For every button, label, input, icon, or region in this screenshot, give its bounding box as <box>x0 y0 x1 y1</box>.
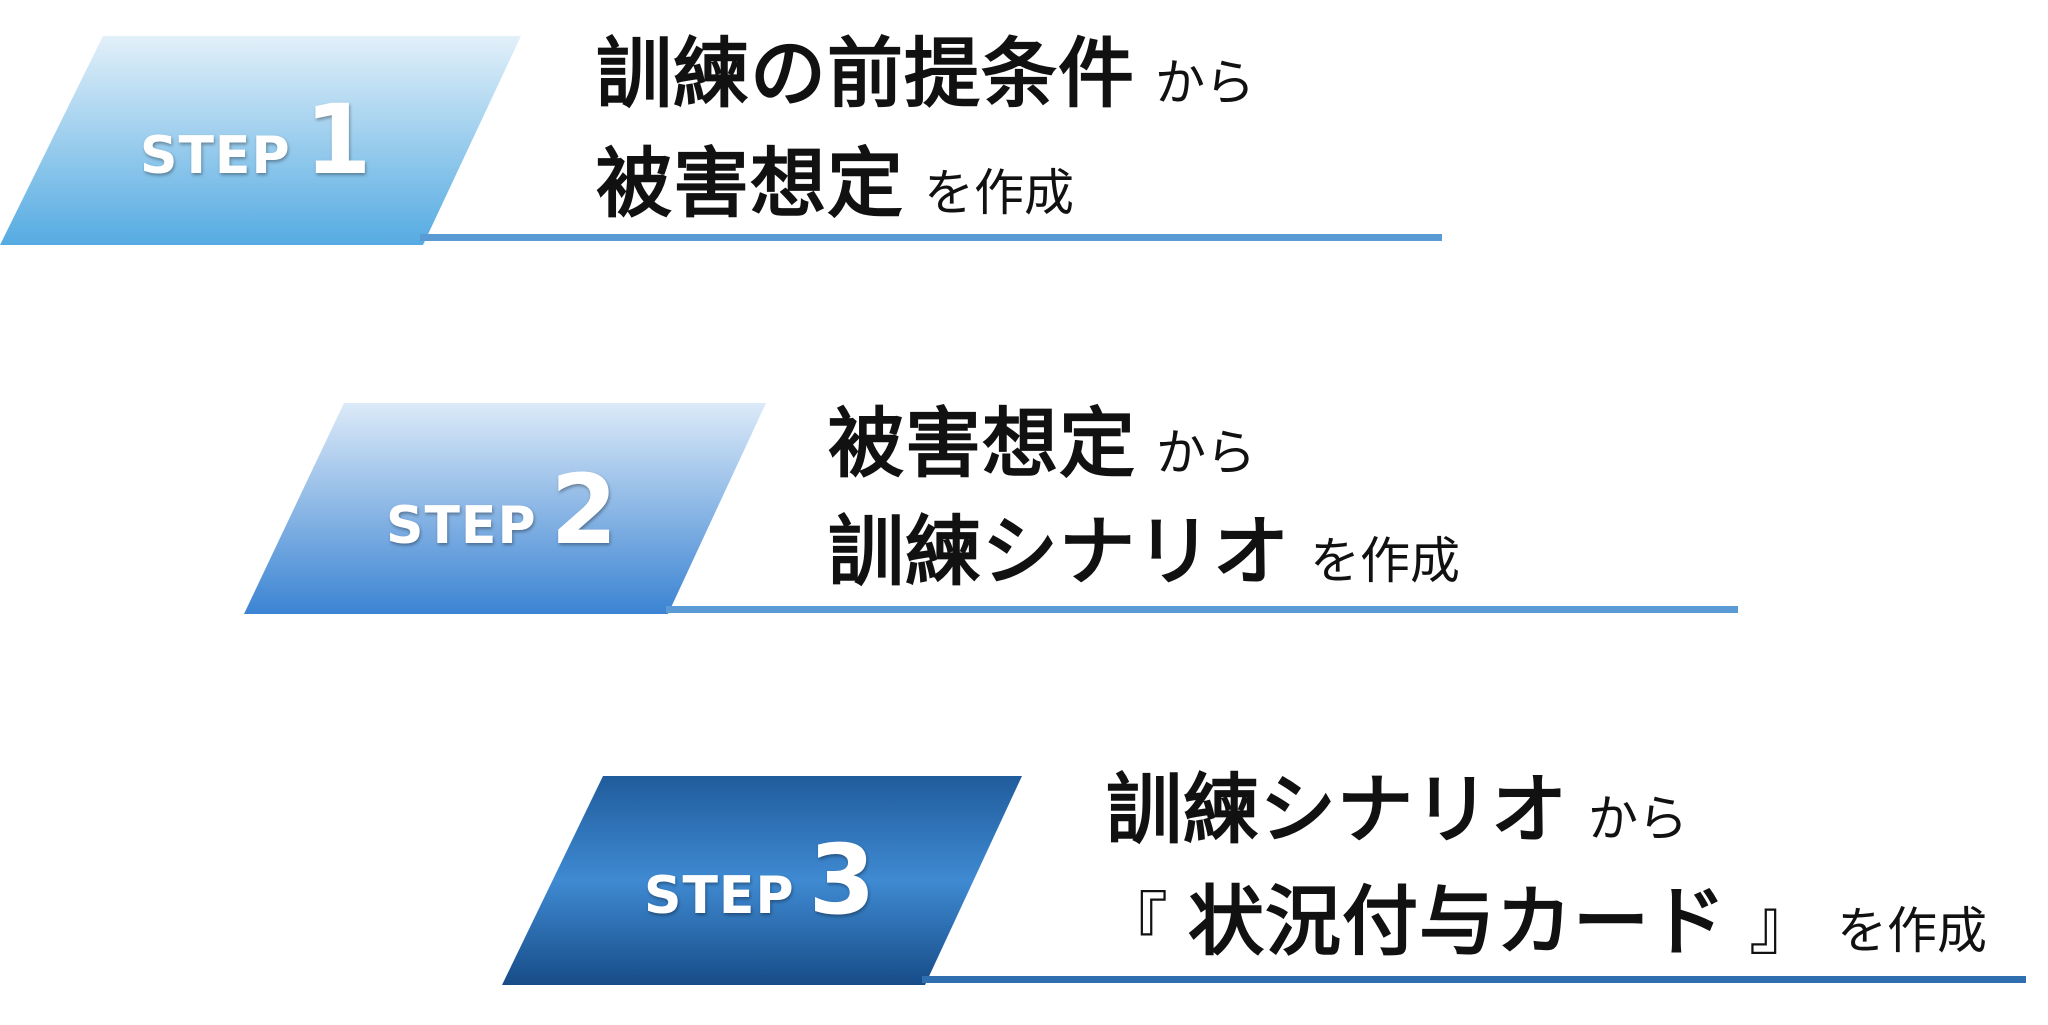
step-word: STEP <box>386 496 537 556</box>
step-2-underline <box>666 606 1738 613</box>
step-word: STEP <box>140 126 291 186</box>
step-2-line-1: 被害想定から <box>828 406 1256 482</box>
open-bracket: 『 <box>1100 886 1169 965</box>
create-suffix: を作成 <box>1310 532 1460 590</box>
step-2-badge <box>244 403 766 614</box>
step-3-line-1: 訓練シナリオから <box>1106 772 1688 848</box>
step-3-badge <box>502 776 1022 985</box>
create-suffix: を作成 <box>1837 902 1988 960</box>
output-text: 被害想定 <box>596 139 904 228</box>
close-bracket: 』 <box>1749 886 1818 965</box>
step-1-line-2: 被害想定を作成 <box>596 146 1074 222</box>
from-particle: から <box>1155 54 1255 112</box>
step-number: 3 <box>808 824 876 936</box>
step-number: 2 <box>550 454 618 566</box>
step-1-badge <box>0 36 521 245</box>
output-text: 訓練シナリオ <box>828 507 1290 596</box>
from-particle: から <box>1156 424 1256 482</box>
step-2-line-2: 訓練シナリオを作成 <box>828 514 1460 590</box>
from-particle: から <box>1588 790 1688 848</box>
output-text: 状況付与カード <box>1188 877 1728 966</box>
source-text: 訓練シナリオ <box>1106 765 1568 854</box>
step-number: 1 <box>304 84 372 196</box>
step-3-line-2: 『状況付与カード』を作成 <box>1100 884 1987 960</box>
step-1-underline <box>420 234 1442 241</box>
step-word: STEP <box>644 866 795 926</box>
source-text: 訓練の前提条件 <box>596 29 1135 118</box>
source-text: 被害想定 <box>828 399 1136 488</box>
create-suffix: を作成 <box>924 164 1074 222</box>
step-3-underline <box>922 976 2026 983</box>
step-1-line-1: 訓練の前提条件から <box>596 36 1255 112</box>
